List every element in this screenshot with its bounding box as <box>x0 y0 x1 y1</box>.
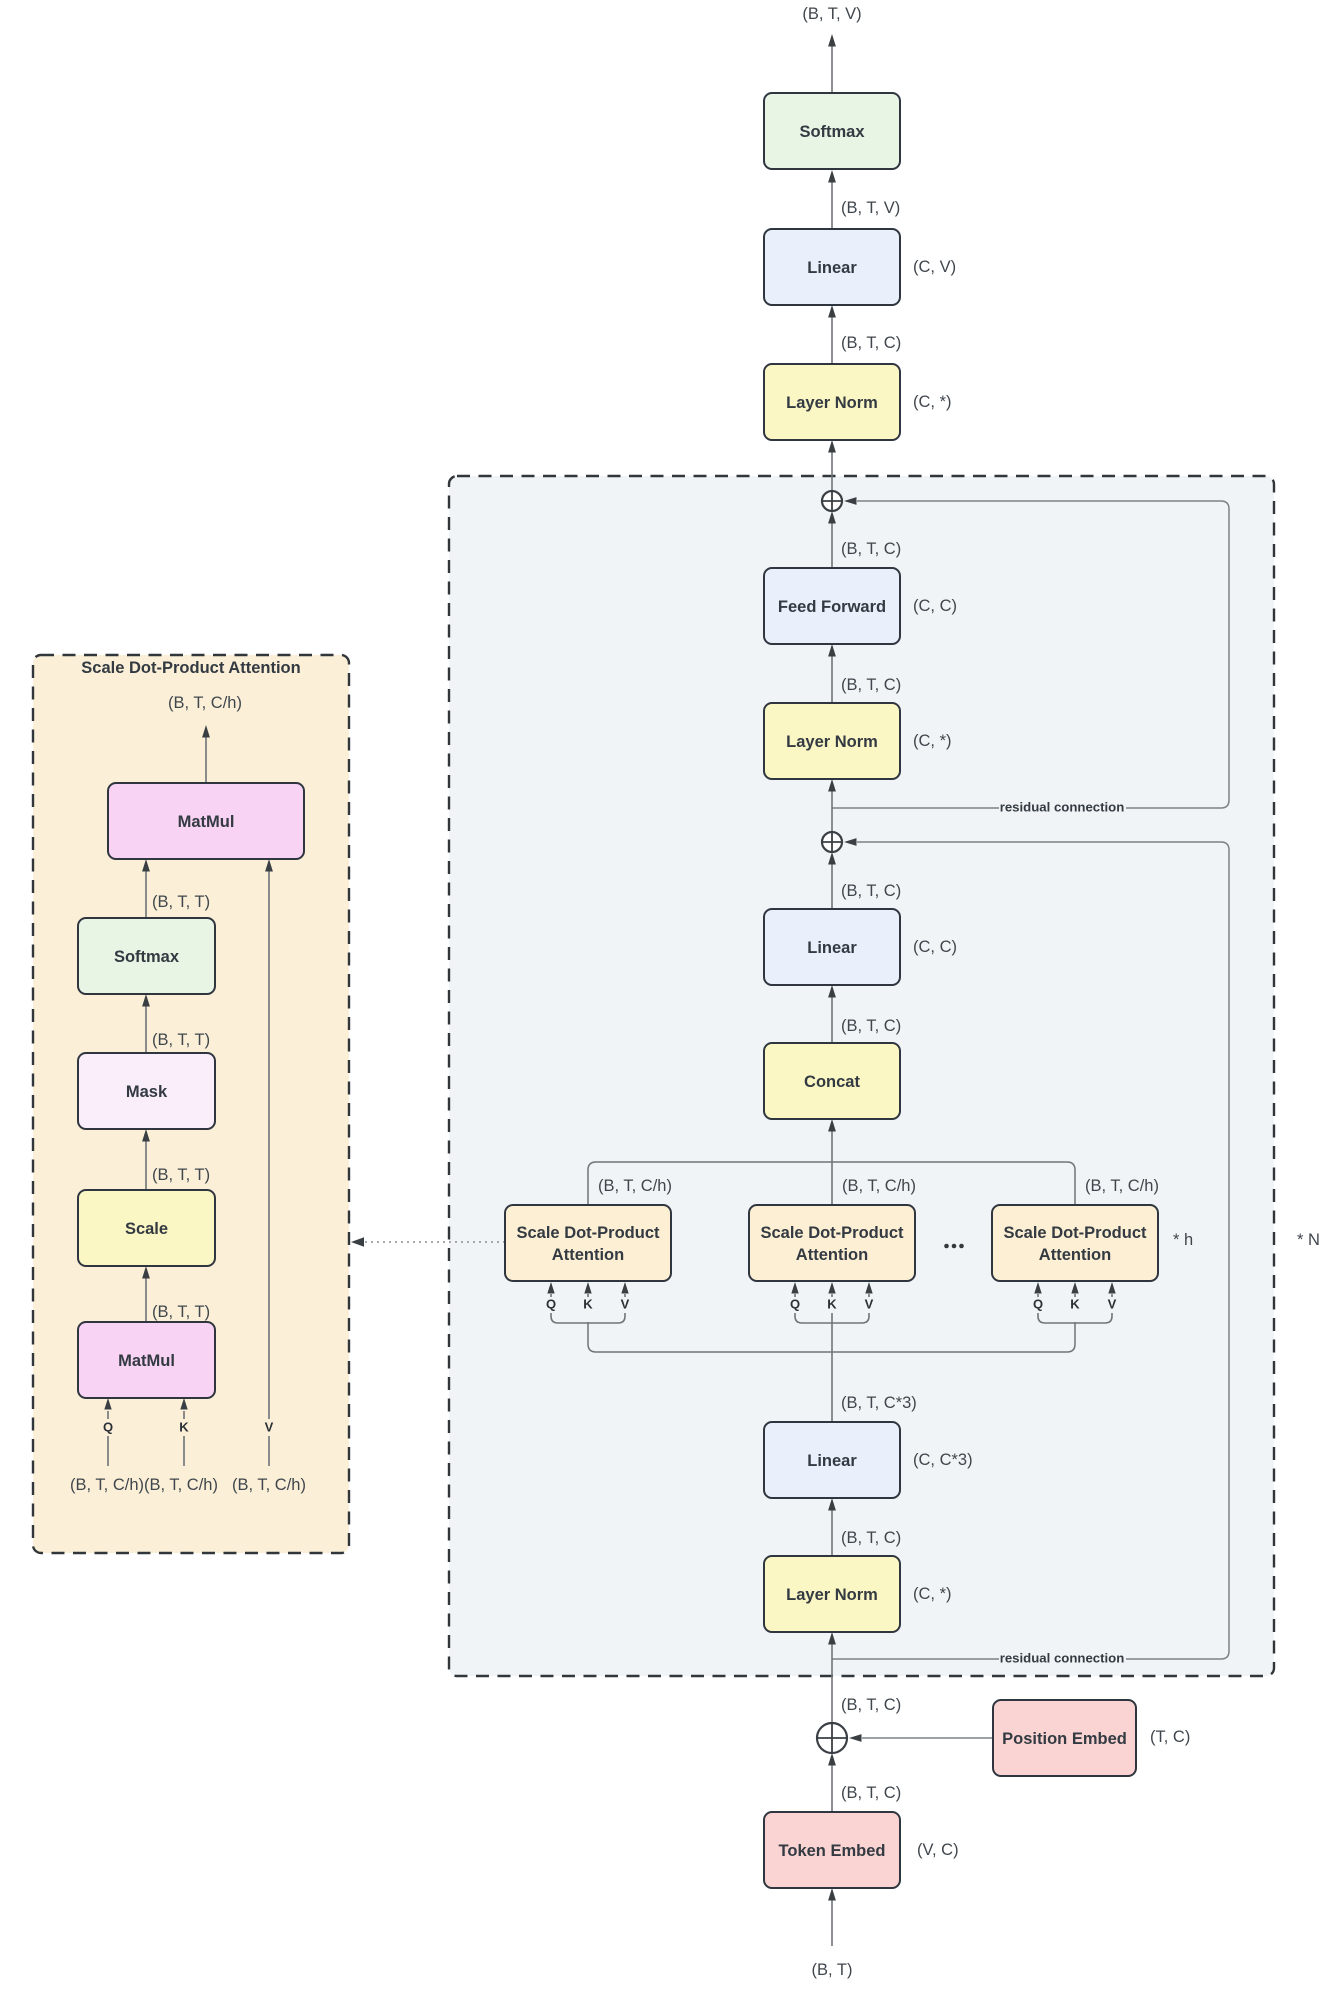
svg-text:Q: Q <box>1033 1297 1043 1312</box>
svg-text:(B, T, C): (B, T, C) <box>841 334 901 352</box>
svg-text:K: K <box>583 1297 593 1312</box>
svg-text:V: V <box>265 1420 274 1435</box>
svg-text:Scale: Scale <box>125 1220 168 1238</box>
svg-text:Scale Dot-Product: Scale Dot-Product <box>760 1224 904 1242</box>
svg-text:Attention: Attention <box>796 1246 868 1264</box>
svg-text:(B, T, V): (B, T, V) <box>802 5 861 23</box>
svg-text:(C, *): (C, *) <box>913 1585 952 1603</box>
svg-text:Concat: Concat <box>804 1073 860 1091</box>
svg-text:Layer Norm: Layer Norm <box>786 1586 878 1604</box>
svg-text:(B, T, C): (B, T, C) <box>841 1017 901 1035</box>
svg-text:K: K <box>827 1297 837 1312</box>
svg-text:(B, T, C): (B, T, C) <box>841 1696 901 1714</box>
svg-text:Mask: Mask <box>126 1083 168 1101</box>
svg-text:Feed Forward: Feed Forward <box>778 598 886 616</box>
svg-text:Q: Q <box>790 1297 800 1312</box>
svg-text:(T, C): (T, C) <box>1150 1728 1190 1746</box>
svg-text:(B, T, V): (B, T, V) <box>841 199 900 217</box>
svg-text:(B, T, T): (B, T, T) <box>152 1303 210 1321</box>
svg-text:* N: * N <box>1297 1231 1320 1249</box>
svg-text:Q: Q <box>103 1420 113 1435</box>
svg-text:(B, T, C): (B, T, C) <box>841 676 901 694</box>
svg-text:Linear: Linear <box>807 1452 857 1470</box>
svg-text:Q: Q <box>546 1297 556 1312</box>
svg-text:(C, V): (C, V) <box>913 258 956 276</box>
svg-text:(C, *): (C, *) <box>913 732 952 750</box>
svg-text:(B, T, C/h): (B, T, C/h) <box>842 1177 916 1195</box>
svg-text:(B, T, T): (B, T, T) <box>152 1166 210 1184</box>
svg-text:Scale Dot-Product: Scale Dot-Product <box>516 1224 660 1242</box>
svg-text:(B, T, C/h): (B, T, C/h) <box>168 694 242 712</box>
svg-text:(B, T, C*3): (B, T, C*3) <box>841 1394 917 1412</box>
svg-text:Linear: Linear <box>807 939 857 957</box>
svg-text:(B, T, C): (B, T, C) <box>841 540 901 558</box>
svg-text:(B, T, C/h): (B, T, C/h) <box>1085 1177 1159 1195</box>
svg-text:(C, C): (C, C) <box>913 938 957 956</box>
svg-text:V: V <box>865 1297 874 1312</box>
svg-text:(B, T, T): (B, T, T) <box>152 1031 210 1049</box>
svg-text:Scale Dot-Product Attention: Scale Dot-Product Attention <box>81 659 300 677</box>
svg-text:(B, T, T): (B, T, T) <box>152 893 210 911</box>
svg-text:Softmax: Softmax <box>799 123 865 141</box>
svg-text:(C, C*3): (C, C*3) <box>913 1451 973 1469</box>
svg-text:(B, T, C): (B, T, C) <box>841 882 901 900</box>
svg-text:V: V <box>1108 1297 1117 1312</box>
svg-text:V: V <box>621 1297 630 1312</box>
svg-text:MatMul: MatMul <box>178 813 235 831</box>
svg-text:Layer Norm: Layer Norm <box>786 394 878 412</box>
svg-text:(B, T): (B, T) <box>812 1961 853 1979</box>
svg-text:Token Embed: Token Embed <box>779 1842 886 1860</box>
svg-text:(C, C): (C, C) <box>913 597 957 615</box>
svg-text:Scale Dot-Product: Scale Dot-Product <box>1003 1224 1147 1242</box>
svg-text:(B, T, C): (B, T, C) <box>841 1529 901 1547</box>
svg-text:(B, T, C): (B, T, C) <box>841 1784 901 1802</box>
svg-text:(B, T, C/h)(B, T, C/h): (B, T, C/h)(B, T, C/h) <box>70 1476 218 1494</box>
svg-text:(V, C): (V, C) <box>917 1841 959 1859</box>
svg-text:residual connection: residual connection <box>1000 1651 1125 1666</box>
svg-text:MatMul: MatMul <box>118 1352 175 1370</box>
svg-text:(C, *): (C, *) <box>913 393 952 411</box>
svg-text:Linear: Linear <box>807 259 857 277</box>
svg-text:(B, T, C/h): (B, T, C/h) <box>232 1476 306 1494</box>
svg-text:Position Embed: Position Embed <box>1002 1730 1127 1748</box>
svg-text:(B, T, C/h): (B, T, C/h) <box>598 1177 672 1195</box>
svg-text:* h: * h <box>1173 1231 1193 1249</box>
svg-text:Attention: Attention <box>1039 1246 1111 1264</box>
svg-text:Attention: Attention <box>552 1246 624 1264</box>
svg-text:K: K <box>179 1420 189 1435</box>
svg-text:Softmax: Softmax <box>114 948 180 966</box>
svg-text:residual connection: residual connection <box>1000 800 1125 815</box>
svg-text:K: K <box>1070 1297 1080 1312</box>
svg-text:Layer Norm: Layer Norm <box>786 733 878 751</box>
